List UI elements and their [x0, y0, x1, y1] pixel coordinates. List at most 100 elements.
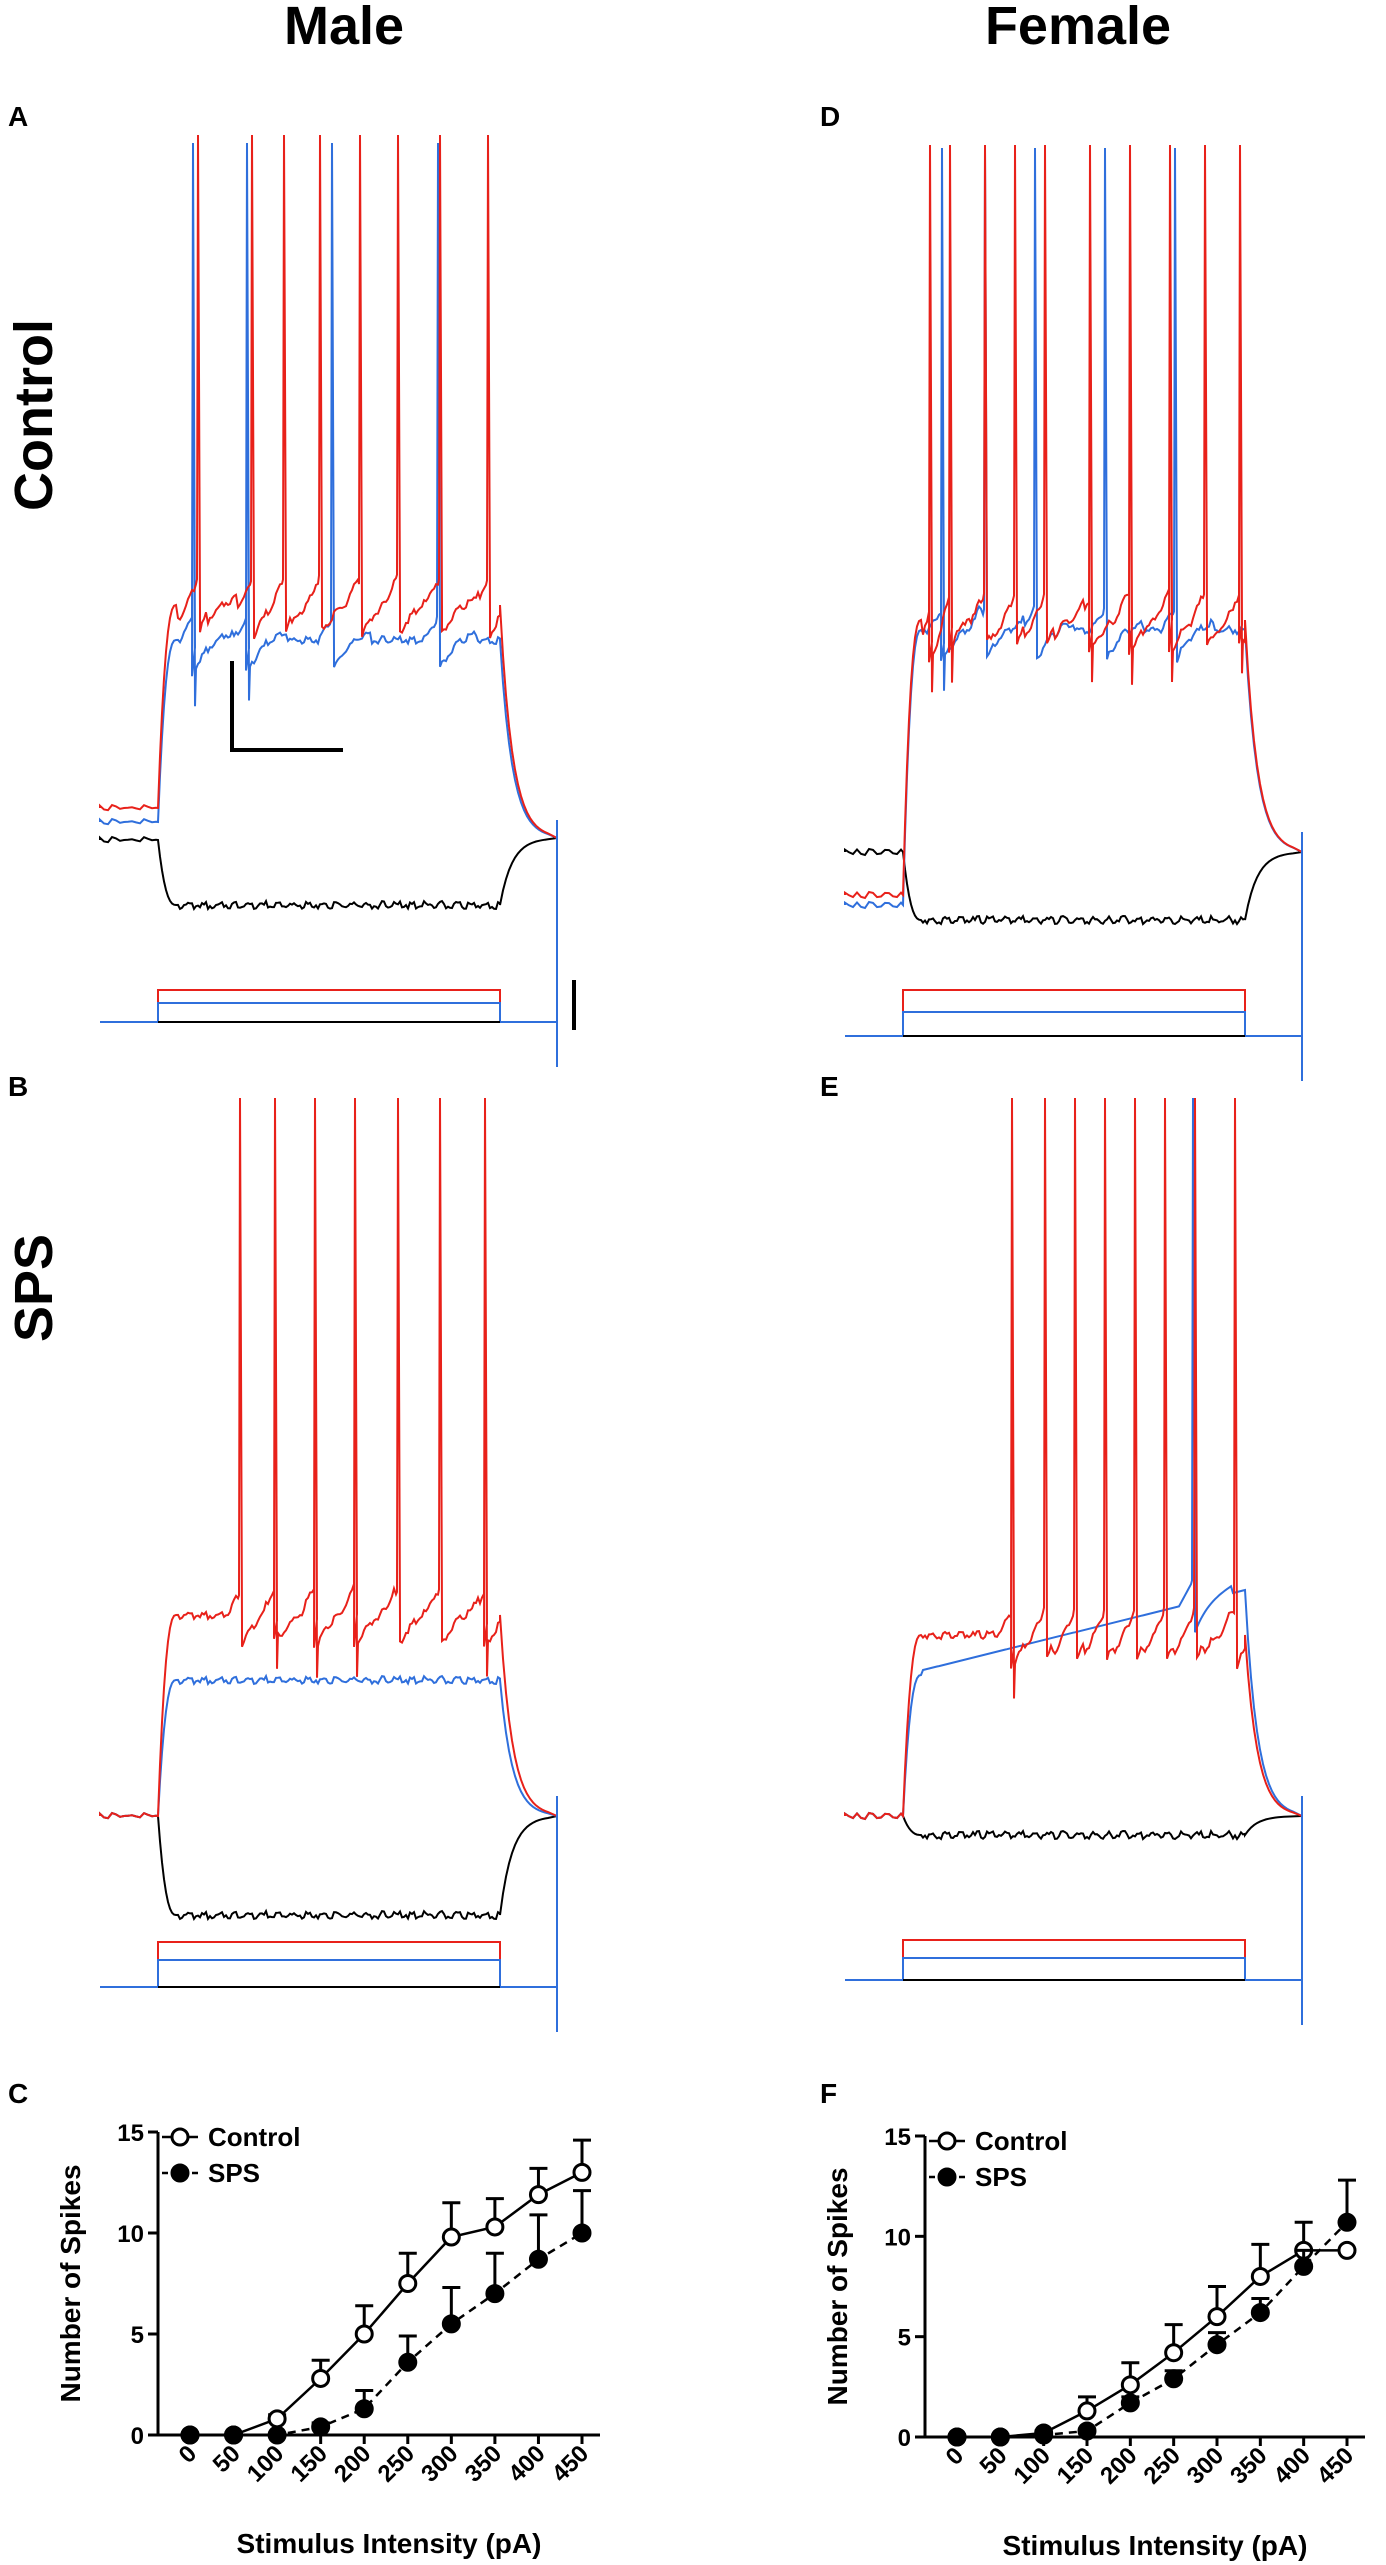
data-point	[311, 2417, 331, 2437]
panel-label-f: F	[820, 2078, 837, 2109]
y-tick-label: 10	[884, 2224, 911, 2251]
stimulus-step	[157, 989, 501, 1022]
stimulus-step	[845, 1011, 1302, 1037]
x-tick-label: 350	[460, 2440, 507, 2487]
series-sps	[180, 2189, 592, 2445]
voltage-trace	[844, 144, 1303, 900]
data-point	[354, 2324, 374, 2344]
trace-panel-a	[99, 134, 558, 1067]
x-tick-label: 50	[208, 2440, 246, 2478]
x-tick-label: 100	[242, 2440, 289, 2487]
x-axis-title: Stimulus Intensity (pA)	[1003, 2530, 1308, 2561]
voltage-trace	[844, 1811, 1303, 1841]
x-tick-label: 250	[1139, 2442, 1186, 2489]
legend-marker	[937, 2167, 957, 2187]
data-point	[441, 2314, 461, 2334]
data-point	[1337, 2212, 1357, 2232]
x-tick-label: 300	[416, 2440, 463, 2487]
trace-panel-e	[844, 1097, 1303, 2025]
series-line	[190, 2231, 583, 2437]
x-tick-label: 450	[1312, 2442, 1359, 2489]
data-point	[1120, 2393, 1140, 2413]
series-line	[190, 2171, 583, 2437]
y-tick-label: 5	[898, 2325, 911, 2352]
data-point	[1164, 2343, 1184, 2363]
data-point	[572, 2223, 592, 2243]
column-header-male: Male	[284, 0, 404, 56]
data-point	[485, 2284, 505, 2304]
series-line	[957, 2249, 1347, 2439]
data-point	[1164, 2369, 1184, 2389]
series-sps	[947, 2178, 1357, 2447]
scale-bars	[230, 661, 576, 1030]
voltage-trace	[844, 1097, 1303, 1821]
x-tick-label: 150	[286, 2440, 333, 2487]
data-point	[1120, 2375, 1140, 2395]
data-point	[528, 2185, 548, 2205]
data-point	[1077, 2421, 1097, 2441]
data-point	[1077, 2401, 1097, 2421]
stimulus-step	[157, 1941, 501, 1987]
voltage-trace	[99, 835, 558, 912]
panel-label-d: D	[820, 101, 840, 132]
series-line	[957, 2221, 1348, 2439]
panel-label-a: A	[8, 101, 28, 132]
data-point	[990, 2427, 1010, 2447]
x-tick-label: 100	[1008, 2442, 1055, 2489]
y-tick-label: 0	[131, 2423, 144, 2450]
data-point	[398, 2352, 418, 2372]
legend-label: Control	[975, 2126, 1067, 2156]
x-tick-label: 200	[1095, 2442, 1142, 2489]
stimulus-step	[902, 1939, 1246, 1980]
voltage-trace	[99, 134, 558, 839]
stimulus-step	[845, 1957, 1302, 1981]
panel-label-b: B	[8, 1071, 28, 1102]
data-point	[572, 2162, 592, 2182]
x-tick-label: 0	[174, 2440, 203, 2469]
x-tick-label: 400	[503, 2440, 550, 2487]
stimulus-step	[100, 1959, 557, 1988]
y-tick-label: 5	[131, 2322, 144, 2349]
data-point	[311, 2368, 331, 2388]
data-point	[441, 2227, 461, 2247]
x-tick-label: 350	[1225, 2442, 1272, 2489]
data-point	[1250, 2303, 1270, 2323]
data-point	[1207, 2307, 1227, 2327]
legend-marker	[170, 2127, 190, 2147]
x-tick-label: 50	[975, 2442, 1013, 2480]
data-point	[528, 2249, 548, 2269]
y-tick-label: 15	[117, 2120, 144, 2147]
data-point	[1337, 2240, 1357, 2260]
data-point	[1294, 2256, 1314, 2276]
legend-label: SPS	[208, 2158, 260, 2188]
voltage-trace	[844, 147, 1303, 910]
y-axis-title: Number of Spikes	[822, 2167, 853, 2405]
data-point	[485, 2217, 505, 2237]
data-point	[947, 2427, 967, 2447]
legend-label: SPS	[975, 2162, 1027, 2192]
x-tick-label: 300	[1182, 2442, 1229, 2489]
y-axis-title: Number of Spikes	[55, 2164, 86, 2402]
stimulus-step	[100, 1002, 557, 1023]
x-tick-label: 250	[373, 2440, 420, 2487]
scale-bar-trace	[230, 661, 343, 752]
data-point	[1034, 2425, 1054, 2445]
panel-label-e: E	[820, 1071, 839, 1102]
row-label-control: Control	[4, 319, 64, 511]
voltage-trace	[99, 1673, 558, 1820]
x-tick-label: 150	[1052, 2442, 1099, 2489]
voltage-trace	[99, 1097, 558, 1820]
y-tick-label: 0	[898, 2425, 911, 2452]
data-point	[180, 2425, 200, 2445]
data-point	[1250, 2266, 1270, 2286]
x-axis-title: Stimulus Intensity (pA)	[237, 2528, 542, 2559]
y-tick-label: 15	[884, 2124, 911, 2151]
legend-label: Control	[208, 2122, 300, 2152]
legend-marker	[937, 2131, 957, 2151]
legend-marker	[170, 2163, 190, 2183]
data-point	[1207, 2335, 1227, 2355]
column-header-female: Female	[985, 0, 1171, 56]
voltage-trace	[844, 847, 1303, 926]
